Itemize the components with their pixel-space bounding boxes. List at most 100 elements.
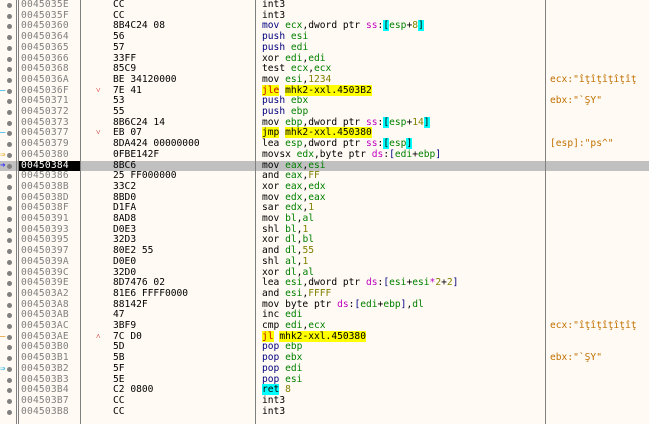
address[interactable]: 00450393 (21, 223, 69, 235)
instruction[interactable]: test ecx,ecx (262, 63, 331, 75)
instruction[interactable]: push ebx (262, 95, 308, 107)
breakpoint-gutter[interactable] (0, 214, 16, 225)
breakpoint-dot-icon[interactable] (7, 142, 12, 148)
address[interactable]: 00450360 (21, 20, 69, 32)
breakpoint-gutter[interactable]: – (0, 332, 16, 343)
address[interactable]: 004503AE (21, 330, 69, 342)
address[interactable]: 004503B0 (21, 341, 69, 353)
instruction[interactable]: mov byte ptr ds:[edi+ebp],dl (262, 299, 424, 311)
breakpoint-dot-icon[interactable] (7, 163, 12, 169)
address[interactable]: 00450364 (21, 31, 69, 43)
breakpoint-dot-icon[interactable] (7, 238, 12, 244)
address[interactable]: 0045038D (21, 191, 69, 203)
instruction[interactable]: xor dl,al (262, 267, 314, 279)
breakpoint-dot-icon[interactable] (7, 77, 12, 83)
instruction[interactable]: xor eax,edx (262, 181, 326, 193)
address[interactable]: 004503AC (21, 320, 69, 331)
instruction[interactable]: pop ebx (262, 352, 302, 364)
instruction[interactable]: push esi (262, 31, 308, 43)
breakpoint-dot-icon[interactable] (7, 409, 12, 415)
instruction[interactable]: jmp mhk2-xxl.450380 (262, 127, 372, 139)
breakpoint-gutter[interactable] (0, 139, 16, 150)
address[interactable]: 00450391 (21, 213, 69, 224)
breakpoint-gutter[interactable] (0, 321, 16, 332)
address[interactable]: 00450371 (21, 95, 69, 107)
breakpoint-gutter[interactable] (0, 246, 16, 257)
breakpoint-dot-icon[interactable] (7, 388, 12, 394)
breakpoint-dot-icon[interactable] (7, 281, 12, 287)
breakpoint-gutter[interactable]: – (0, 128, 16, 139)
address[interactable]: 0045038B (21, 180, 69, 192)
breakpoint-gutter[interactable] (0, 54, 16, 65)
address[interactable]: 00450365 (21, 41, 69, 53)
breakpoint-gutter[interactable] (0, 64, 16, 75)
address[interactable]: 0045039A (21, 255, 69, 267)
address[interactable]: 004503B8 (21, 405, 69, 417)
instruction[interactable]: mov esi,1234 (262, 74, 331, 86)
instruction[interactable]: inc edi (262, 309, 302, 321)
address[interactable]: 0045039E (21, 277, 69, 289)
instruction[interactable]: pop esi (262, 374, 302, 386)
instruction[interactable]: int3 (262, 10, 285, 22)
breakpoint-gutter[interactable] (0, 182, 16, 193)
instruction[interactable]: int3 (262, 0, 285, 11)
breakpoint-gutter[interactable]: – (0, 86, 16, 97)
address[interactable]: 004503B1 (21, 352, 69, 364)
address[interactable]: 00450366 (21, 52, 69, 64)
breakpoint-dot-icon[interactable] (7, 35, 12, 41)
breakpoint-gutter[interactable] (0, 75, 16, 86)
instruction[interactable]: push ebp (262, 106, 308, 118)
breakpoint-dot-icon[interactable] (7, 45, 12, 51)
address[interactable]: 00450380 (21, 148, 69, 160)
address[interactable]: 00450386 (21, 170, 69, 182)
breakpoint-dot-icon[interactable] (7, 184, 12, 190)
breakpoint-gutter[interactable] (0, 396, 16, 407)
instruction[interactable]: pop ebp (262, 342, 302, 353)
breakpoint-gutter[interactable] (0, 43, 16, 54)
breakpoint-gutter[interactable] (0, 203, 16, 214)
breakpoint-dot-icon[interactable] (7, 249, 12, 255)
breakpoint-gutter[interactable] (0, 289, 16, 300)
breakpoint-dot-icon[interactable] (7, 259, 12, 265)
breakpoint-dot-icon[interactable] (7, 152, 12, 158)
breakpoint-dot-icon[interactable] (7, 313, 12, 319)
instruction[interactable]: mov edx,eax (262, 192, 326, 204)
instruction[interactable]: sar edx,1 (262, 202, 314, 214)
address[interactable]: 00450395 (21, 234, 69, 246)
instruction[interactable]: cmp edi,ecx (262, 320, 326, 332)
breakpoint-dot-icon[interactable] (7, 13, 12, 19)
instruction[interactable]: shl al,1 (262, 256, 308, 268)
breakpoint-dot-icon[interactable] (7, 24, 12, 30)
breakpoint-gutter[interactable] (0, 375, 16, 386)
address[interactable]: 00450372 (21, 106, 69, 117)
breakpoint-dot-icon[interactable] (7, 356, 12, 362)
address[interactable]: 004503B7 (21, 394, 69, 406)
breakpoint-gutter[interactable]: ➜ (0, 161, 16, 172)
instruction[interactable]: pop edi (262, 363, 302, 375)
breakpoint-dot-icon[interactable] (7, 377, 12, 383)
